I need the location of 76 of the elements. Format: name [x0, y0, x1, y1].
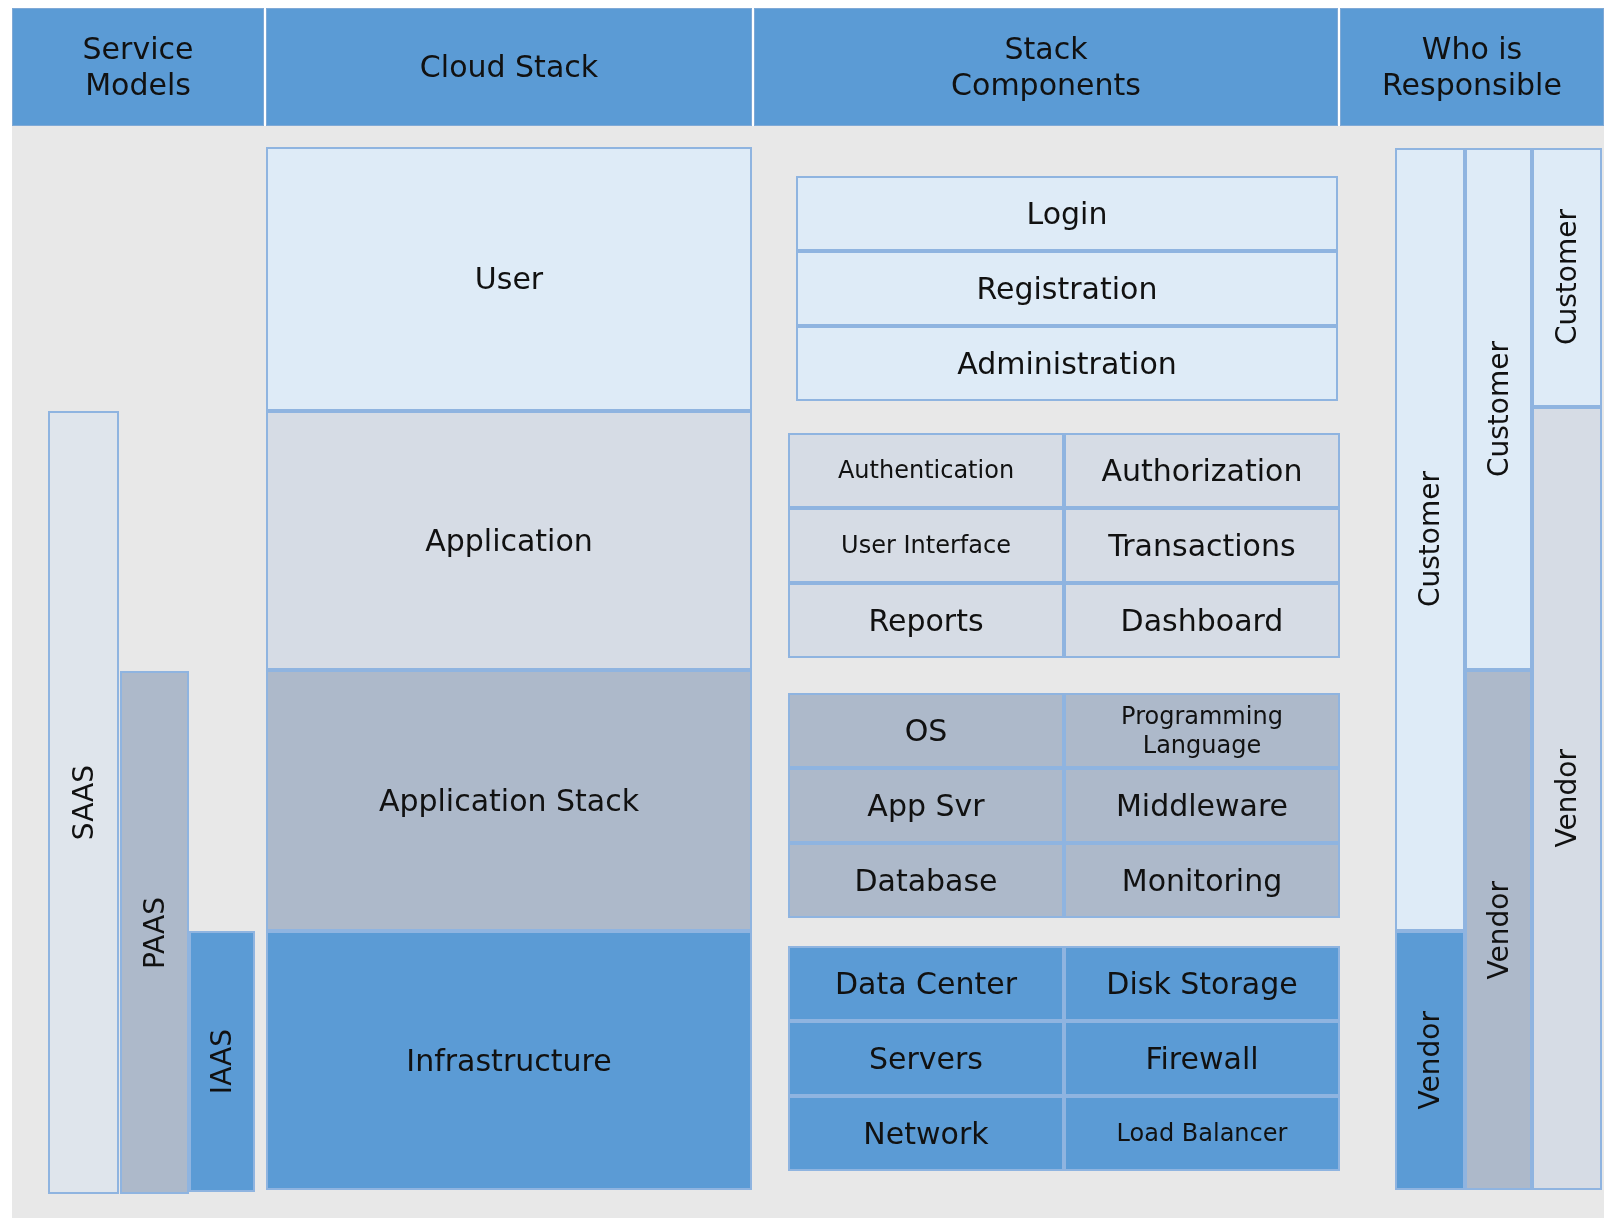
header-cell [12, 8, 264, 126]
service-model-bar [189, 931, 255, 1192]
cell-label: User [473, 261, 545, 297]
cell-label: Disk Storage [1105, 965, 1299, 1002]
header-cell [1340, 8, 1604, 126]
component-cell [788, 946, 1064, 1021]
responsibility-bar [1395, 148, 1465, 931]
service-model-bar [48, 411, 119, 1194]
cell-label: PAAS [137, 896, 172, 969]
cell-label: Reports [867, 602, 985, 639]
stack-layer [266, 147, 752, 411]
cell-label: Authentication [836, 456, 1016, 485]
component-cell [788, 693, 1064, 768]
cell-label: Transactions [1107, 527, 1297, 564]
cell-label: Firewall [1144, 1040, 1260, 1077]
cell-label: Application [424, 522, 594, 559]
responsibility-bar [1532, 407, 1602, 1190]
column-heading: Who is Responsible [1381, 31, 1563, 103]
column-heading: Cloud Stack [418, 49, 600, 85]
responsibility-bar [1532, 148, 1602, 407]
cell-label: Network [862, 1115, 990, 1152]
cell-label: Application Stack [377, 782, 641, 819]
cell-label: Dashboard [1119, 602, 1285, 639]
cell-label: OS [903, 712, 949, 749]
component-cell [1064, 1021, 1340, 1096]
cell-label: Authorization [1100, 452, 1304, 489]
cell-label: Monitoring [1120, 862, 1284, 899]
cell-label: Data Center [833, 965, 1019, 1002]
cell-label: Load Balancer [1115, 1119, 1289, 1148]
component-cell [788, 583, 1064, 658]
cell-label: IAAS [205, 1028, 239, 1095]
cell-label: Middleware [1114, 787, 1290, 824]
cell-label: User Interface [840, 531, 1012, 560]
component-cell [1064, 768, 1340, 843]
component-cell [1064, 1096, 1340, 1171]
component-cell [788, 433, 1064, 508]
cell-label: Vendor [1413, 1011, 1447, 1110]
component-cell [788, 1096, 1064, 1171]
responsibility-bar [1395, 931, 1465, 1190]
component-cell [788, 768, 1064, 843]
cell-label: Programming Language [1120, 701, 1284, 760]
cell-label: Vendor [1481, 880, 1516, 980]
service-model-bar [120, 671, 189, 1194]
column-heading: Service Models [81, 31, 195, 103]
stack-layer [266, 931, 752, 1190]
component-cell [796, 176, 1338, 251]
cell-label: Login [1025, 195, 1109, 232]
component-cell [1064, 433, 1340, 508]
stack-layer [266, 411, 752, 670]
cell-label: Registration [975, 270, 1159, 307]
component-cell [1064, 843, 1340, 918]
component-cell [1064, 693, 1340, 768]
stack-layer [266, 670, 752, 931]
component-cell [788, 1021, 1064, 1096]
component-cell [1064, 508, 1340, 583]
cell-label: SAAS [66, 764, 101, 841]
column-heading: Stack Components [950, 31, 1142, 103]
component-cell [1064, 583, 1340, 658]
responsibility-bar [1465, 670, 1532, 1190]
cell-label: Administration [956, 345, 1178, 382]
header-cell [754, 8, 1338, 126]
cell-label: Vendor [1550, 749, 1584, 848]
cell-label: Infrastructure [405, 1042, 613, 1079]
cell-label: Servers [868, 1040, 984, 1077]
component-cell [796, 251, 1338, 326]
responsibility-bar [1465, 148, 1532, 670]
cell-label: Customer [1550, 209, 1584, 346]
component-cell [788, 843, 1064, 918]
component-cell [788, 508, 1064, 583]
component-cell [1064, 946, 1340, 1021]
component-cell [796, 326, 1338, 401]
cell-label: Customer [1481, 341, 1516, 477]
header-cell [266, 8, 752, 126]
cell-label: Database [853, 862, 999, 899]
cell-label: App Svr [866, 787, 986, 824]
cell-label: Customer [1413, 471, 1447, 608]
